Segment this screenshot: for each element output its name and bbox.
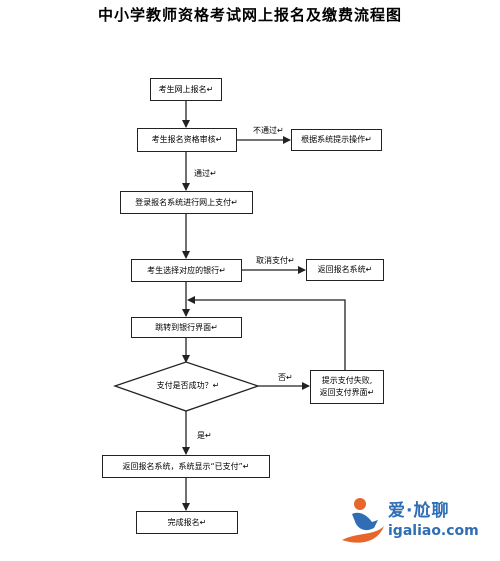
edge-label-no: 否↵ (278, 373, 293, 382)
page-title: 中小学教师资格考试网上报名及缴费流程图 (97, 6, 402, 24)
decision-payment-success: 支付是否成功？↵ (156, 381, 220, 390)
node-label-line1: 提示支付失败, (321, 376, 373, 385)
node-label: 登录报名系统进行网上支付↵ (135, 197, 238, 207)
node-bank-page: 跳转到银行界面↵ (131, 317, 242, 338)
node-label: 根据系统提示操作↵ (301, 135, 372, 144)
arrow-n9-loop (187, 296, 346, 370)
node-label: 考生报名资格审核↵ (151, 135, 223, 144)
node-label: 完成报名↵ (167, 517, 207, 527)
node-label: 考生网上报名↵ (158, 84, 214, 94)
node-login-online-pay: 登录报名系统进行网上支付↵ (120, 191, 253, 214)
node-paid-status: 返回报名系统，系统显示“已支付”↵ (102, 455, 270, 478)
node-qualification-review: 考生报名资格审核↵ (137, 128, 237, 152)
watermark-brand: 爱·尬聊 (388, 501, 450, 521)
node-payment-failed: 提示支付失败, 返回支付界面↵ (310, 370, 384, 404)
node-label: 返回报名系统↵ (317, 265, 373, 274)
logo-swoosh (342, 526, 384, 543)
watermark-url: igaliao.com (388, 523, 479, 539)
node-label: 考生选择对应的银行↵ (147, 265, 226, 275)
node-return-registration-system: 返回报名系统↵ (306, 259, 384, 281)
decision-diamond (113, 361, 261, 412)
edge-label-fail: 不通过↵ (253, 126, 284, 135)
node-complete-registration: 完成报名↵ (136, 511, 238, 534)
node-label-line2: 返回支付界面↵ (319, 388, 375, 397)
watermark-logo (342, 498, 384, 543)
node-label: 返回报名系统，系统显示“已支付”↵ (122, 461, 250, 471)
node-online-registration: 考生网上报名↵ (150, 78, 222, 101)
logo-head (354, 498, 366, 510)
node-label: 跳转到银行界面↵ (155, 322, 218, 332)
node-follow-system-prompt: 根据系统提示操作↵ (291, 129, 382, 151)
edge-label-yes: 是↵ (197, 431, 212, 440)
node-select-bank: 考生选择对应的银行↵ (131, 259, 242, 282)
edge-label-cancel: 取消支付↵ (256, 256, 295, 265)
edge-label-pass: 通过↵ (194, 169, 217, 178)
logo-figure (352, 512, 378, 531)
